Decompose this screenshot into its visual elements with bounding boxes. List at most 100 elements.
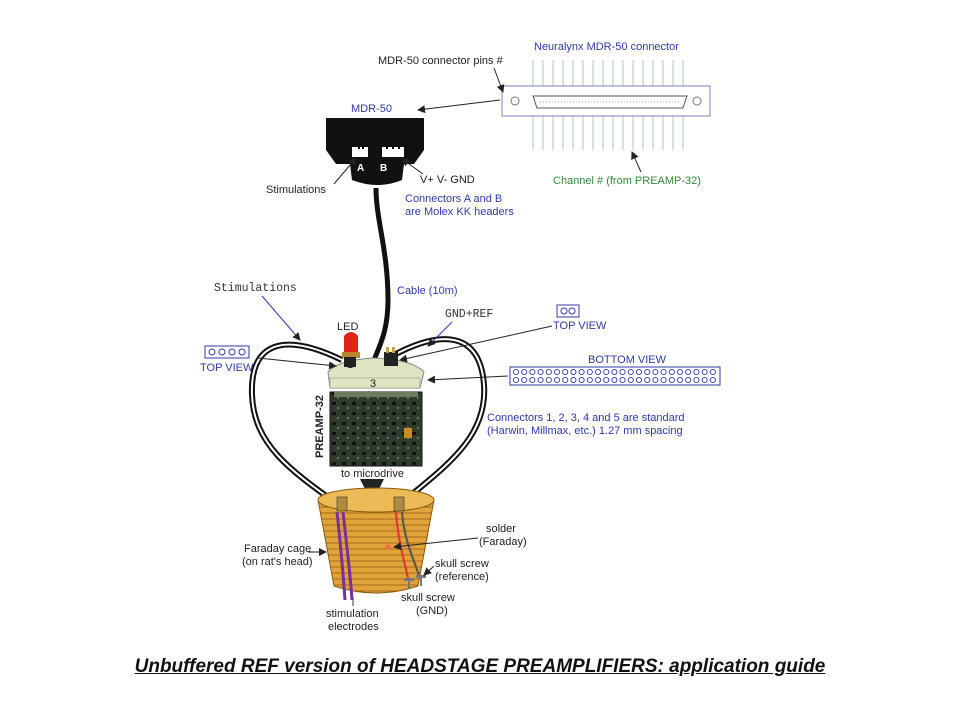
gnd-ref-arrow <box>427 321 453 347</box>
bottom-view-pin <box>594 376 602 384</box>
stimulations-top-label: Stimulations <box>266 184 326 196</box>
bottom-view-pin <box>693 368 700 376</box>
gnd-ref-label: GND+REF <box>445 308 493 321</box>
bottom-view-pin <box>668 368 675 376</box>
headstage-board <box>327 347 425 389</box>
faraday-label-line1: Faraday cage <box>244 543 311 555</box>
top-view-left-label: TOP VIEW <box>200 362 254 374</box>
bottom-view-pin <box>652 368 659 376</box>
bottom-view-pin <box>553 376 561 384</box>
bottom-view-pin <box>545 368 552 376</box>
bottom-view-pin <box>512 368 520 376</box>
bottom-view-pin <box>644 368 651 376</box>
solder-arrow <box>393 537 479 551</box>
channel-label: Channel # (from PREAMP-32) <box>553 175 701 187</box>
bottom-view-pin <box>676 376 684 384</box>
stimulations-mono-label: Stimulations <box>214 282 297 295</box>
bottom-view-pin <box>586 368 593 376</box>
bottom-view-pin <box>529 376 536 384</box>
bottom-view-pin <box>627 376 634 384</box>
connector-1-label: 1 <box>347 359 353 371</box>
bottom-view-pin <box>709 368 716 376</box>
stimulations-top-arrow <box>333 157 357 185</box>
pins-arrow <box>493 67 505 93</box>
bottom-view-pin <box>685 376 692 384</box>
bottom-view-pin <box>693 376 700 384</box>
bottom-view-pin <box>521 376 528 384</box>
skull-gnd-label-line2: (GND) <box>416 605 448 617</box>
skull-ref-label-line2: (reference) <box>435 571 489 583</box>
top-view-right-arrow <box>399 325 553 363</box>
mdr50-plug <box>326 118 424 185</box>
solder-label-line2: (Faraday) <box>479 536 527 548</box>
bottom-view-pin <box>668 376 675 384</box>
bottom-view-pin <box>529 368 536 376</box>
top-view-right-drawing <box>556 304 580 318</box>
bottom-view-pin <box>635 368 643 376</box>
led-icon <box>342 332 360 358</box>
connector-a-label: A <box>357 163 364 174</box>
bottom-view-pin <box>709 376 716 384</box>
bottom-view-pin <box>586 376 593 384</box>
top-view-left-arrow <box>257 357 337 370</box>
bottom-view-pin <box>611 368 618 376</box>
bottom-view-pin <box>578 376 585 384</box>
bottom-view-pin <box>635 376 643 384</box>
bottom-view-pin <box>570 376 577 384</box>
bottom-view-pin <box>521 368 528 376</box>
bottom-view-pin <box>676 368 684 376</box>
bottom-view-pin <box>537 376 544 384</box>
led-label: LED <box>337 321 358 333</box>
power-arrow <box>401 158 424 175</box>
stimulations-mono-arrow <box>261 295 301 341</box>
mdr50-pins-label: MDR-50 connector pins # <box>378 55 504 67</box>
top-view-right-label: TOP VIEW <box>553 320 607 332</box>
stim-electrodes-label-line1: stimulation <box>326 608 379 620</box>
bottom-view-pin <box>578 368 585 376</box>
bottom-view-pin <box>652 376 659 384</box>
faraday-label-line2: (on rat's head) <box>242 556 313 568</box>
stimulation-cable-core <box>250 343 343 507</box>
skull-gnd-label-line1: skull screw <box>401 592 455 604</box>
stim-electrodes-label-line2: electrodes <box>328 621 379 633</box>
bottom-view-pin <box>562 376 569 384</box>
standard-label-line1: Connectors 1, 2, 3, 4 and 5 are standard <box>487 412 685 424</box>
bottom-view-arrow <box>427 375 509 384</box>
mdr50-label: MDR-50 <box>351 103 392 115</box>
bottom-view-pin <box>660 368 667 376</box>
main-cable <box>371 187 391 361</box>
bottom-view-pin <box>562 368 569 376</box>
connector-2-label: 2 <box>388 354 394 366</box>
channel-arrow <box>631 151 642 173</box>
preamp-label: PREAMP-32 <box>314 395 326 458</box>
bottom-view-pin <box>594 368 602 376</box>
connector-3-label: 3 <box>370 378 376 390</box>
bottom-view-pin <box>701 376 708 384</box>
bottom-view-pin <box>619 376 626 384</box>
preamp-32-board <box>329 391 423 467</box>
mdr50-arrow <box>417 99 501 114</box>
bottom-view-pin <box>512 376 520 384</box>
solder-label-line1: solder <box>486 523 516 535</box>
page-caption: Unbuffered REF version of HEADSTAGE PREA… <box>134 656 826 677</box>
bottom-view-pin <box>603 368 610 376</box>
bottom-view-pin <box>545 376 552 384</box>
bottom-view-pin <box>685 368 692 376</box>
neuralynx-connector-drawing <box>501 60 711 150</box>
molex-label-line2: are Molex KK headers <box>405 206 514 218</box>
skull-screw-icons <box>404 575 426 589</box>
skull-ref-arrow <box>423 565 435 576</box>
molex-label-line1: Connectors A and B <box>405 193 502 205</box>
stimulation-cable <box>248 341 344 509</box>
bottom-view-pin <box>627 368 634 376</box>
bottom-view-label: BOTTOM VIEW <box>588 354 667 366</box>
standard-label-line2: (Harwin, Millmax, etc.) 1.27 mm spacing <box>487 425 683 437</box>
power-label: V+ V- GND <box>420 174 475 186</box>
bottom-view-pin <box>570 368 577 376</box>
faraday-cage <box>317 487 435 601</box>
bottom-view-pin <box>611 376 618 384</box>
bottom-view-pin <box>537 368 544 376</box>
skull-ref-label-line1: skull screw <box>435 558 489 570</box>
bottom-view-pin <box>660 376 667 384</box>
